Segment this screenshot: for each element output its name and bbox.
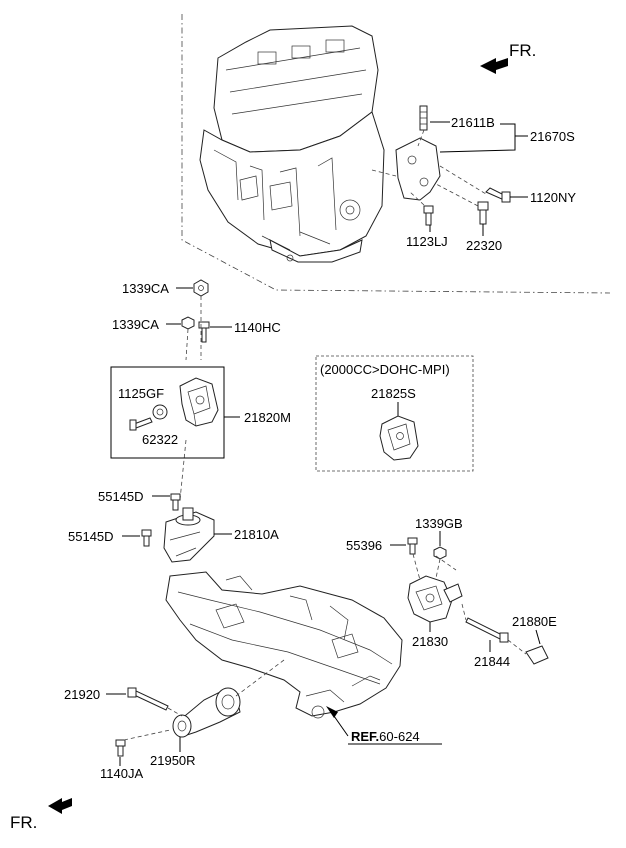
leaders-upper-nuts: [166, 287, 232, 328]
subframe-crossmember: [165, 571, 403, 719]
bolt-55145D-upper: [170, 493, 181, 511]
mount-21825S: [379, 415, 419, 461]
label-55145D-upper: 55145D: [98, 489, 144, 504]
front-label-top: FR.: [509, 41, 536, 60]
engine-region-boundary: [181, 14, 611, 294]
leaders-21830: [390, 531, 541, 652]
variant-box: (2000CC>DOHC-MPI) 21825S: [315, 355, 474, 472]
label-1339CA-lower: 1339CA: [112, 317, 159, 332]
bolt-1120NY: [485, 187, 511, 203]
engine-mount-bracket-21670S: [395, 105, 441, 201]
label-1120NY: 1120NY: [530, 190, 576, 205]
bolt-55145D-lower: [141, 529, 152, 547]
nut-1339GB: [433, 546, 447, 560]
roll-rod-projection-lines: [123, 659, 285, 741]
reference-prefix: REF.: [351, 729, 379, 744]
label-1140JA: 1140JA: [100, 766, 143, 781]
reference-number: 60-624: [379, 729, 419, 744]
label-21950R: 21950R: [150, 753, 196, 768]
mount-21830: [407, 575, 463, 623]
mount-21820M: [179, 377, 219, 427]
nut-1339CA-upper: [193, 279, 209, 297]
label-1123LJ: 1123LJ: [406, 234, 448, 249]
leaders-engine-bracket: [429, 121, 528, 236]
label-21670S: 21670S: [530, 129, 575, 144]
label-21920: 21920: [64, 687, 100, 702]
nut-1339CA-lower: [181, 316, 195, 330]
arrow-icon: [48, 798, 72, 814]
bushing-62322: [152, 404, 168, 420]
bolt-22320: [477, 201, 489, 225]
engine-block: [199, 25, 385, 263]
bolt-1140HC: [198, 321, 210, 343]
label-1140HC: 1140HC: [234, 320, 281, 335]
label-1125GF: 1125GF: [118, 386, 164, 401]
label-22320: 22320: [466, 238, 502, 253]
plate-21880E: [525, 645, 549, 665]
label-21844: 21844: [474, 654, 510, 669]
label-55396: 55396: [346, 538, 382, 553]
label-21825S: 21825S: [371, 386, 416, 401]
label-21830: 21830: [412, 634, 448, 649]
roll-rod-21950R: [172, 687, 241, 738]
label-62322: 62322: [142, 432, 178, 447]
bolt-55396: [407, 537, 418, 555]
label-21810A: 21810A: [234, 527, 279, 542]
reference-callout: REF.60-624: [326, 706, 442, 745]
front-label-bottom: FR.: [10, 813, 37, 832]
mount-kit-box-21820M: [110, 366, 225, 459]
variant-note: (2000CC>DOHC-MPI): [320, 362, 450, 377]
label-55145D-lower: 55145D: [68, 529, 114, 544]
label-21880E: 21880E: [512, 614, 557, 629]
ref-arrow-icon: [326, 706, 338, 718]
bolt-1123LJ: [423, 205, 434, 226]
label-1339GB: 1339GB: [415, 516, 463, 531]
bolt-1140JA: [115, 739, 126, 757]
label-21820M: 21820M: [244, 410, 291, 425]
front-direction-arrow-top: FR.: [480, 41, 536, 74]
label-1339CA-upper: 1339CA: [122, 281, 169, 296]
leaders-21950R: [106, 693, 181, 766]
upper-mount-centerline: [173, 296, 202, 540]
bolt-1125GF: [129, 417, 153, 431]
reference-label: REF.60-624: [351, 729, 420, 744]
mount-21810A: [163, 507, 215, 563]
leaders-21810A: [122, 495, 232, 537]
arrow-icon: [480, 58, 508, 74]
bolt-21844: [465, 617, 509, 643]
bracket-projection-lines: [371, 129, 487, 207]
label-21611B: 21611B: [451, 115, 495, 130]
bolt-21920: [127, 687, 169, 711]
trans-mount-projection-lines: [412, 553, 527, 655]
front-direction-arrow-bottom: FR.: [10, 798, 72, 832]
